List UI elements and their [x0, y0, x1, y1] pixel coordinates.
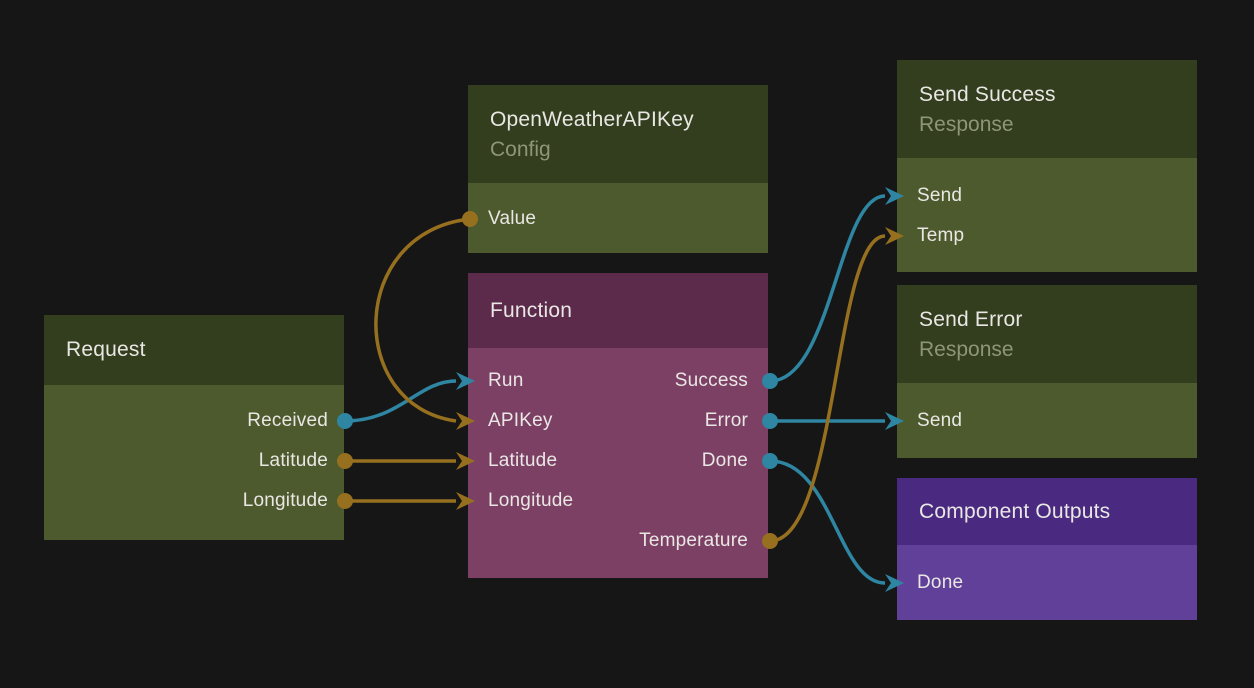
- node-send-success-header[interactable]: Send Success Response: [897, 60, 1197, 158]
- port-label: Done: [701, 450, 748, 471]
- node-request-body: Received Latitude Longitude: [44, 385, 344, 540]
- edge-openweatherapikey-value-to-function-apikey[interactable]: [374, 217, 471, 423]
- node-component-outputs-header[interactable]: Component Outputs: [897, 478, 1197, 545]
- port-apikey-value[interactable]: Value: [468, 199, 768, 239]
- port-label: Error: [704, 410, 748, 431]
- port-request-received[interactable]: Received: [44, 401, 344, 441]
- node-title: Function: [490, 298, 573, 322]
- node-function-header[interactable]: Function: [468, 273, 768, 348]
- port-request-latitude[interactable]: Latitude: [44, 441, 344, 481]
- port-function-done[interactable]: Done: [582, 441, 768, 481]
- node-openweatherapikey[interactable]: OpenWeatherAPIKey Config Value: [468, 85, 768, 253]
- port-label: Longitude: [488, 490, 574, 511]
- port-label: Value: [488, 208, 537, 229]
- port-label: Done: [917, 572, 964, 593]
- function-input-ports: Run APIKey Latitude Longitude: [468, 361, 654, 521]
- port-function-latitude[interactable]: Latitude: [468, 441, 654, 481]
- port-function-longitude[interactable]: Longitude: [468, 481, 654, 521]
- node-request[interactable]: Request Received Latitude Longitude: [44, 315, 344, 540]
- edge-function-success-to-send-success-send[interactable]: [769, 194, 886, 383]
- port-component-outputs-done[interactable]: Done: [897, 563, 1197, 603]
- port-label: Run: [488, 370, 524, 391]
- node-subtitle: Response: [919, 337, 1014, 361]
- edge-function-temperature-to-send-success-temp[interactable]: [769, 234, 886, 543]
- port-send-success-send[interactable]: Send: [897, 176, 1197, 216]
- port-gap: [582, 481, 768, 521]
- node-function-body: Run APIKey Latitude Longitude Success Er…: [468, 348, 768, 578]
- node-openweatherapikey-body: Value: [468, 183, 768, 253]
- node-title: Send Error: [919, 307, 1023, 331]
- port-label: Received: [247, 410, 328, 431]
- node-component-outputs-body: Done: [897, 545, 1197, 620]
- edge-function-done-to-component-outputs-done[interactable]: [769, 459, 886, 585]
- port-function-error[interactable]: Error: [582, 401, 768, 441]
- node-openweatherapikey-header[interactable]: OpenWeatherAPIKey Config: [468, 85, 768, 183]
- port-label: Longitude: [242, 490, 328, 511]
- port-label: Temp: [917, 225, 965, 246]
- node-send-success[interactable]: Send Success Response Send Temp: [897, 60, 1197, 272]
- port-label: Latitude: [258, 450, 328, 471]
- port-send-success-temp[interactable]: Temp: [897, 216, 1197, 256]
- port-request-longitude[interactable]: Longitude: [44, 481, 344, 521]
- node-subtitle: Config: [490, 137, 551, 161]
- port-label: Latitude: [488, 450, 558, 471]
- edge-request-received-to-function-run[interactable]: [344, 379, 457, 423]
- port-send-error-send[interactable]: Send: [897, 401, 1197, 441]
- port-function-apikey[interactable]: APIKey: [468, 401, 654, 441]
- node-send-error-body: Send: [897, 383, 1197, 458]
- node-title: Send Success: [919, 82, 1056, 106]
- node-send-success-body: Send Temp: [897, 158, 1197, 272]
- node-title: Component Outputs: [919, 499, 1111, 523]
- node-title: Request: [66, 338, 146, 361]
- node-title: OpenWeatherAPIKey: [490, 107, 694, 131]
- node-function[interactable]: Function Run APIKey Latitude Longitude S…: [468, 273, 768, 578]
- port-label: Temperature: [639, 530, 748, 551]
- function-output-ports: Success Error Done Temperature: [582, 361, 768, 561]
- node-request-header[interactable]: Request: [44, 315, 344, 385]
- port-label: Send: [917, 410, 963, 431]
- node-subtitle: Response: [919, 112, 1014, 136]
- node-send-error[interactable]: Send Error Response Send: [897, 285, 1197, 458]
- port-label: Send: [917, 185, 963, 206]
- node-component-outputs[interactable]: Component Outputs Done: [897, 478, 1197, 620]
- port-label: Success: [674, 370, 748, 391]
- port-label: APIKey: [488, 410, 553, 431]
- port-function-success[interactable]: Success: [582, 361, 768, 401]
- port-function-temperature[interactable]: Temperature: [582, 521, 768, 561]
- port-function-run[interactable]: Run: [468, 361, 654, 401]
- node-send-error-header[interactable]: Send Error Response: [897, 285, 1197, 383]
